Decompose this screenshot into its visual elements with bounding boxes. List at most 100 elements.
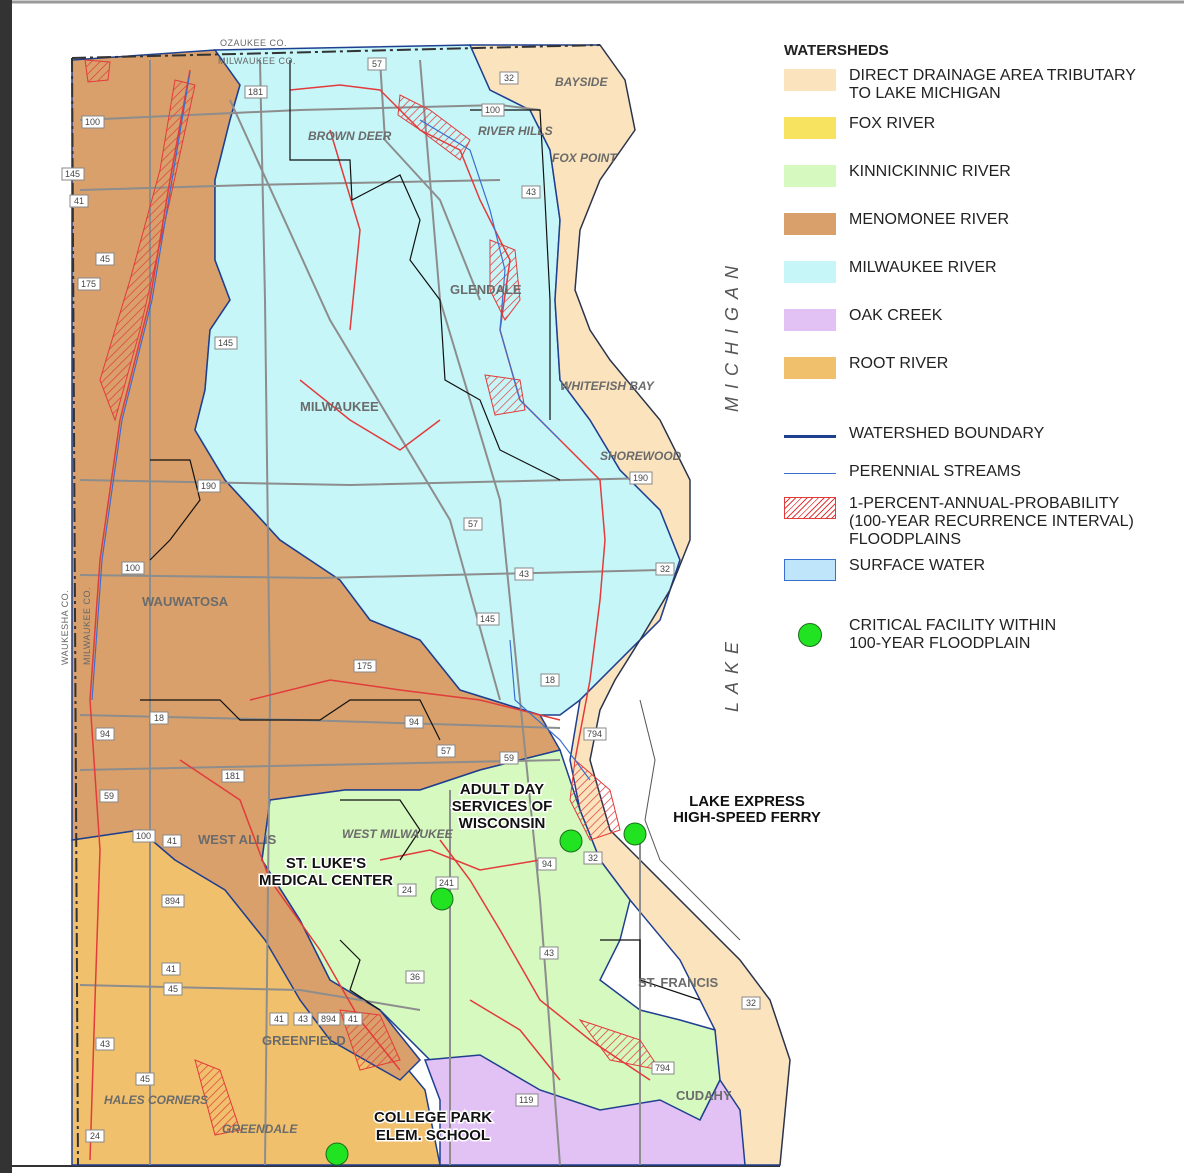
legend: WATERSHEDS DIRECT DRAINAGE AREA TRIBUTAR… bbox=[784, 42, 1179, 665]
highway-shield-181-south: 181 bbox=[221, 769, 245, 783]
highway-145-text: 145 bbox=[65, 169, 80, 179]
label-greendale: GREENDALE bbox=[222, 1122, 298, 1136]
highway-shield-894: 894 bbox=[161, 894, 185, 908]
legend-label-floodplains-line1: 1-PERCENT-ANNUAL-PROBABILITY bbox=[849, 495, 1120, 512]
highway-shield-41-south: 41 bbox=[162, 834, 182, 848]
legend-label-floodplains: 1-PERCENT-ANNUAL-PROBABILITY(100-YEAR RE… bbox=[849, 495, 1134, 549]
legend-item-milwaukee-river: MILWAUKEE RIVER bbox=[784, 259, 1179, 307]
highway-shield-36: 36 bbox=[405, 970, 425, 984]
legend-label-surface-water: SURFACE WATER bbox=[849, 557, 986, 574]
legend-label-oak-creek: OAK CREEK bbox=[849, 307, 943, 324]
legend-label-milwaukee-river: MILWAUKEE RIVER bbox=[849, 259, 997, 276]
highway-shield-100-south: 100 bbox=[132, 829, 156, 843]
highway-shield-41-greenfield-2: 41 bbox=[343, 1012, 363, 1026]
highway-59-west-text: 59 bbox=[104, 791, 114, 801]
legend-swatch-direct-drainage bbox=[784, 69, 836, 91]
legend-item-surface-water: SURFACE WATER bbox=[784, 557, 1179, 617]
highway-shield-100-north: 100 bbox=[481, 103, 505, 117]
highway-shield-145-mid: 145 bbox=[214, 336, 238, 350]
highway-43-text: 43 bbox=[526, 187, 536, 197]
highway-shield-59-west: 59 bbox=[99, 789, 119, 803]
legend-swatch-menomonee bbox=[784, 213, 836, 235]
legend-label-floodplains-line2: (100-YEAR RECURRENCE INTERVAL) bbox=[849, 513, 1134, 530]
highway-shield-32-se: 32 bbox=[741, 996, 761, 1010]
highway-shield-241: 241 bbox=[435, 876, 459, 890]
highway-shield-100-mid: 100 bbox=[121, 561, 145, 575]
facility-college-park-line2: ELEM. SCHOOL bbox=[376, 1127, 490, 1144]
legend-label-direct-drainage-line2: TO LAKE MICHIGAN bbox=[849, 85, 1001, 102]
highway-shield-94-west: 94 bbox=[95, 727, 115, 741]
legend-item-kinnickinnic: KINNICKINNIC RIVER bbox=[784, 163, 1179, 211]
highway-36-text: 36 bbox=[410, 972, 420, 982]
highway-57-south-text: 57 bbox=[441, 746, 451, 756]
label-brown-deer: BROWN DEER bbox=[308, 129, 392, 143]
legend-swatch-floodplains bbox=[784, 497, 836, 519]
highway-43-west-text: 43 bbox=[100, 1039, 110, 1049]
highway-shield-43-mid: 43 bbox=[514, 567, 534, 581]
highway-41-greenfield-text: 41 bbox=[274, 1014, 284, 1024]
highway-175-text: 175 bbox=[81, 279, 96, 289]
highway-shield-794: 794 bbox=[583, 727, 607, 741]
facility-st-lukes-line1: ST. LUKE'S bbox=[286, 855, 366, 872]
highway-shield-41-sw: 41 bbox=[161, 962, 181, 976]
highway-794-text: 794 bbox=[587, 729, 602, 739]
highway-shield-32-north: 32 bbox=[499, 71, 519, 85]
highway-18-text: 18 bbox=[154, 713, 164, 723]
facility-lake-express-line1: LAKE EXPRESS bbox=[689, 793, 805, 810]
highway-shield-43-north: 43 bbox=[521, 185, 541, 199]
legend-swatch-milwaukee-river bbox=[784, 261, 836, 283]
highway-100-south-text: 100 bbox=[136, 831, 151, 841]
legend-label-root-river: ROOT RIVER bbox=[849, 355, 949, 372]
highway-shield-57-mid: 57 bbox=[463, 517, 483, 531]
facility-adult-day-services-marker[interactable] bbox=[559, 829, 583, 853]
lake-label-lake: LAKE bbox=[722, 634, 742, 712]
municipal-boundaries bbox=[140, 60, 701, 1011]
facility-lake-express-line2: HIGH-SPEED FERRY bbox=[673, 809, 821, 826]
highway-shield-59-east: 59 bbox=[499, 751, 519, 765]
highway-shield-45-south: 45 bbox=[135, 1072, 155, 1086]
highway-45-south-text: 45 bbox=[140, 1074, 150, 1084]
highway-145-mid-text: 145 bbox=[218, 338, 233, 348]
highway-32-south-text: 32 bbox=[588, 853, 598, 863]
highway-shield-41-greenfield: 41 bbox=[269, 1012, 289, 1026]
highway-59-text: 59 bbox=[504, 753, 514, 763]
label-west-allis: WEST ALLIS bbox=[198, 832, 277, 847]
legend-swatch-surface-water bbox=[784, 559, 836, 581]
label-st-francis: ST. FRANCIS bbox=[638, 975, 719, 990]
highway-181-text: 181 bbox=[248, 87, 263, 97]
facility-st-lukes-marker[interactable] bbox=[430, 887, 454, 911]
legend-item-fox-river: FOX RIVER bbox=[784, 115, 1179, 163]
legend-swatch-root-river bbox=[784, 357, 836, 379]
legend-item-oak-creek: OAK CREEK bbox=[784, 307, 1179, 355]
county-label-milwaukee-west: MILWAUKEE CO. bbox=[82, 587, 92, 665]
highway-shield-100-west: 100 bbox=[81, 115, 105, 129]
highway-119-text: 119 bbox=[519, 1095, 533, 1105]
highway-45-sw-text: 45 bbox=[168, 984, 178, 994]
legend-title: WATERSHEDS bbox=[784, 42, 889, 59]
highway-43-south-text: 43 bbox=[544, 948, 554, 958]
highway-32-se-text: 32 bbox=[746, 998, 756, 1008]
highway-100-text: 100 bbox=[485, 105, 500, 115]
highway-shield-43-greenfield: 43 bbox=[293, 1012, 313, 1026]
legend-label-kinnickinnic: KINNICKINNIC RIVER bbox=[849, 163, 1011, 180]
facility-college-park-line1: COLLEGE PARK bbox=[374, 1109, 492, 1126]
highway-181-south-text: 181 bbox=[225, 771, 240, 781]
facility-label-adult-day: ADULT DAY SERVICES OF WISCONSIN bbox=[450, 780, 554, 834]
highway-24-text: 24 bbox=[402, 885, 412, 895]
label-fox-point: FOX POINT bbox=[552, 151, 618, 165]
legend-symbol-critical-facility bbox=[784, 617, 836, 657]
highway-shield-181: 181 bbox=[244, 85, 268, 99]
facility-label-lake-express: LAKE EXPRESS HIGH-SPEED FERRY bbox=[672, 792, 823, 828]
highway-190-east-text: 190 bbox=[633, 473, 648, 483]
legend-item-root-river: ROOT RIVER bbox=[784, 355, 1179, 403]
highway-shield-24: 24 bbox=[397, 883, 417, 897]
facility-lake-express-marker[interactable] bbox=[623, 822, 647, 846]
highway-shield-57: 57 bbox=[367, 57, 387, 71]
facility-college-park-marker[interactable] bbox=[325, 1142, 349, 1166]
highway-shield-894-greenfield: 894 bbox=[317, 1012, 341, 1026]
highway-57-mid-text: 57 bbox=[468, 519, 478, 529]
highway-94-text: 94 bbox=[100, 729, 110, 739]
highway-190-text: 190 bbox=[201, 481, 216, 491]
